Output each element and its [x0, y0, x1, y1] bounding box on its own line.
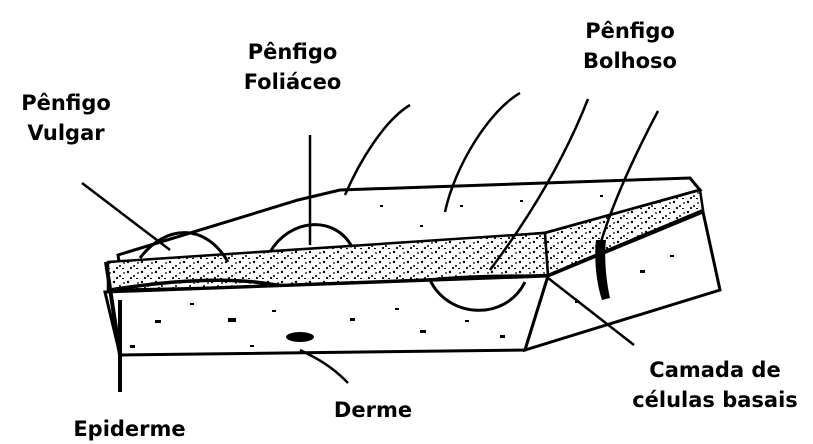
label-penfigo-foliaceo-line1: Pênfigo	[225, 37, 360, 67]
label-camada-line1: Camada de	[625, 355, 805, 385]
label-camada-celulas-basais: Camada de células basais	[625, 355, 805, 415]
label-epiderme: Epiderme	[62, 414, 197, 444]
label-penfigo-bolhoso: Pênfigo Bolhoso	[565, 16, 695, 76]
leader-derme	[300, 350, 348, 383]
label-camada-line2: células basais	[625, 385, 805, 415]
label-penfigo-bolhoso-line1: Pênfigo	[565, 16, 695, 46]
leader-vulgar	[82, 183, 170, 250]
label-penfigo-foliaceo-line2: Foliáceo	[225, 67, 360, 97]
label-penfigo-bolhoso-line2: Bolhoso	[565, 46, 695, 76]
label-derme: Derme	[318, 395, 428, 425]
label-penfigo-vulgar: Pênfigo Vulgar	[6, 88, 126, 148]
leader-foliaceo-curve-a	[345, 105, 410, 195]
label-penfigo-vulgar-line1: Pênfigo	[6, 88, 126, 118]
label-penfigo-vulgar-line2: Vulgar	[6, 118, 126, 148]
label-penfigo-foliaceo: Pênfigo Foliáceo	[225, 37, 360, 97]
